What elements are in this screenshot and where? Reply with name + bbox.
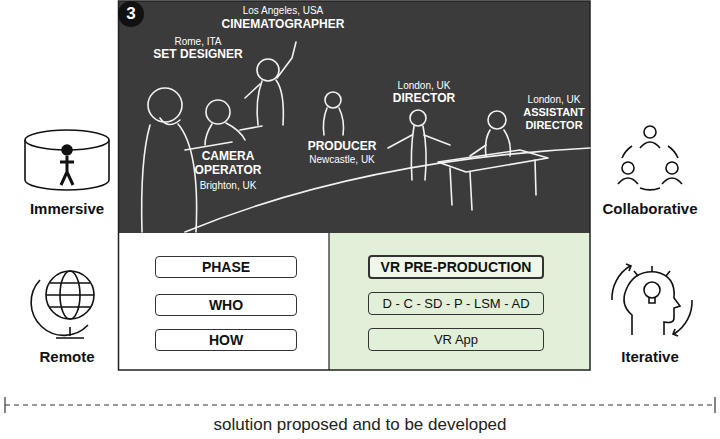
iteration-icon	[612, 264, 692, 336]
roles-box: D - C - SD - P - LSM - AD	[368, 292, 544, 315]
node-text: HOW	[209, 332, 243, 348]
role-label: CINEMATOGRAPHER	[222, 18, 345, 32]
scene-panel	[118, 1, 590, 233]
role-label: London, UK	[528, 94, 581, 106]
node-text: 3	[126, 4, 135, 24]
role-label: ASSISTANT DIRECTOR	[518, 106, 590, 131]
globe-icon	[31, 271, 94, 338]
collaboration-icon	[618, 126, 682, 190]
panel-border	[119, 1, 591, 370]
node-text: WHO	[209, 297, 243, 313]
step-badge: 3	[118, 1, 144, 27]
row-header: HOW	[155, 329, 297, 351]
panel-divider	[328, 233, 329, 370]
node-text: PHASE	[202, 259, 250, 275]
node-text: D - C - SD - P - LSM - AD	[382, 296, 529, 311]
node-text: VR PRE-PRODUCTION	[381, 259, 532, 275]
phase-box: VR PRE-PRODUCTION	[368, 255, 544, 279]
left-panel	[118, 233, 329, 370]
feature-label: Iterative	[621, 348, 679, 365]
scene-sketch	[142, 42, 590, 232]
role-label: Newcastle, UK	[309, 154, 375, 166]
role-label: London, UK	[398, 80, 451, 92]
feature-label: Remote	[39, 348, 94, 365]
caption: solution proposed and to be developed	[213, 415, 506, 435]
row-header: PHASE	[155, 256, 297, 278]
node-text: VR App	[434, 332, 478, 347]
role-label: CAMERA OPERATOR	[188, 150, 268, 178]
feature-label: Collaborative	[602, 200, 697, 217]
tool-box: VR App	[368, 328, 544, 351]
scope-bracket	[5, 397, 715, 413]
row-header: WHO	[155, 294, 297, 316]
role-label: DIRECTOR	[393, 92, 455, 106]
right-panel	[329, 233, 590, 370]
role-label: SET DESIGNER	[153, 48, 242, 62]
role-label: Los Angeles, USA	[243, 5, 324, 17]
immersive-icon	[25, 130, 109, 190]
role-label: Rome, ITA	[174, 36, 221, 48]
feature-label: Immersive	[30, 200, 104, 217]
role-label: Brighton, UK	[200, 180, 257, 192]
role-label: PRODUCER	[308, 140, 377, 154]
